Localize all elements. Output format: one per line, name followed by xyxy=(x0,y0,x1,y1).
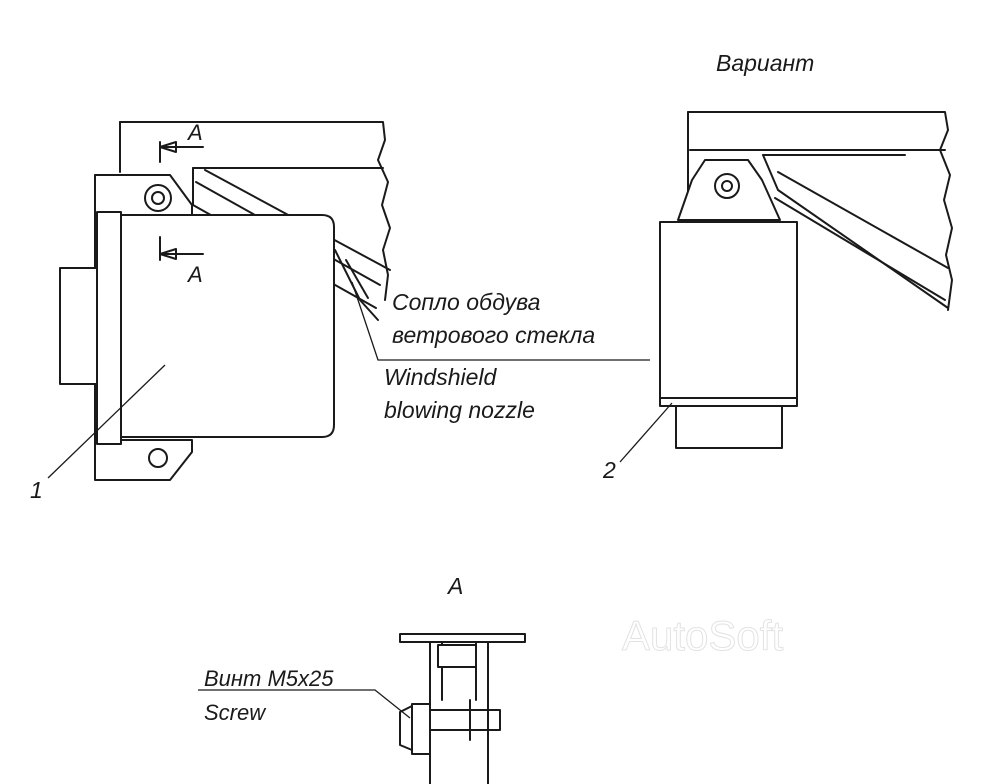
nozzle-label-en-line1: Windshield xyxy=(384,364,498,390)
main-view xyxy=(47,121,650,481)
nozzle-label-ru-line2: ветрового стекла xyxy=(392,322,595,348)
screw-label-ru: Винт М5х25 xyxy=(204,666,334,691)
callout-1: 1 xyxy=(30,477,43,503)
section-a-view xyxy=(198,633,526,784)
screw-label-en: Screw xyxy=(204,700,267,725)
section-mark-bottom: A xyxy=(186,262,203,287)
nozzle-label-ru-line1: Сопло обдува xyxy=(392,289,540,315)
nozzle-label-en-line2: blowing nozzle xyxy=(384,397,535,423)
callout-2: 2 xyxy=(602,457,616,483)
variant-view xyxy=(619,111,953,463)
section-mark-top: A xyxy=(186,120,203,145)
watermark: AutoSoft xyxy=(622,612,783,659)
section-title: A xyxy=(446,573,463,599)
variant-title: Вариант xyxy=(716,50,814,76)
